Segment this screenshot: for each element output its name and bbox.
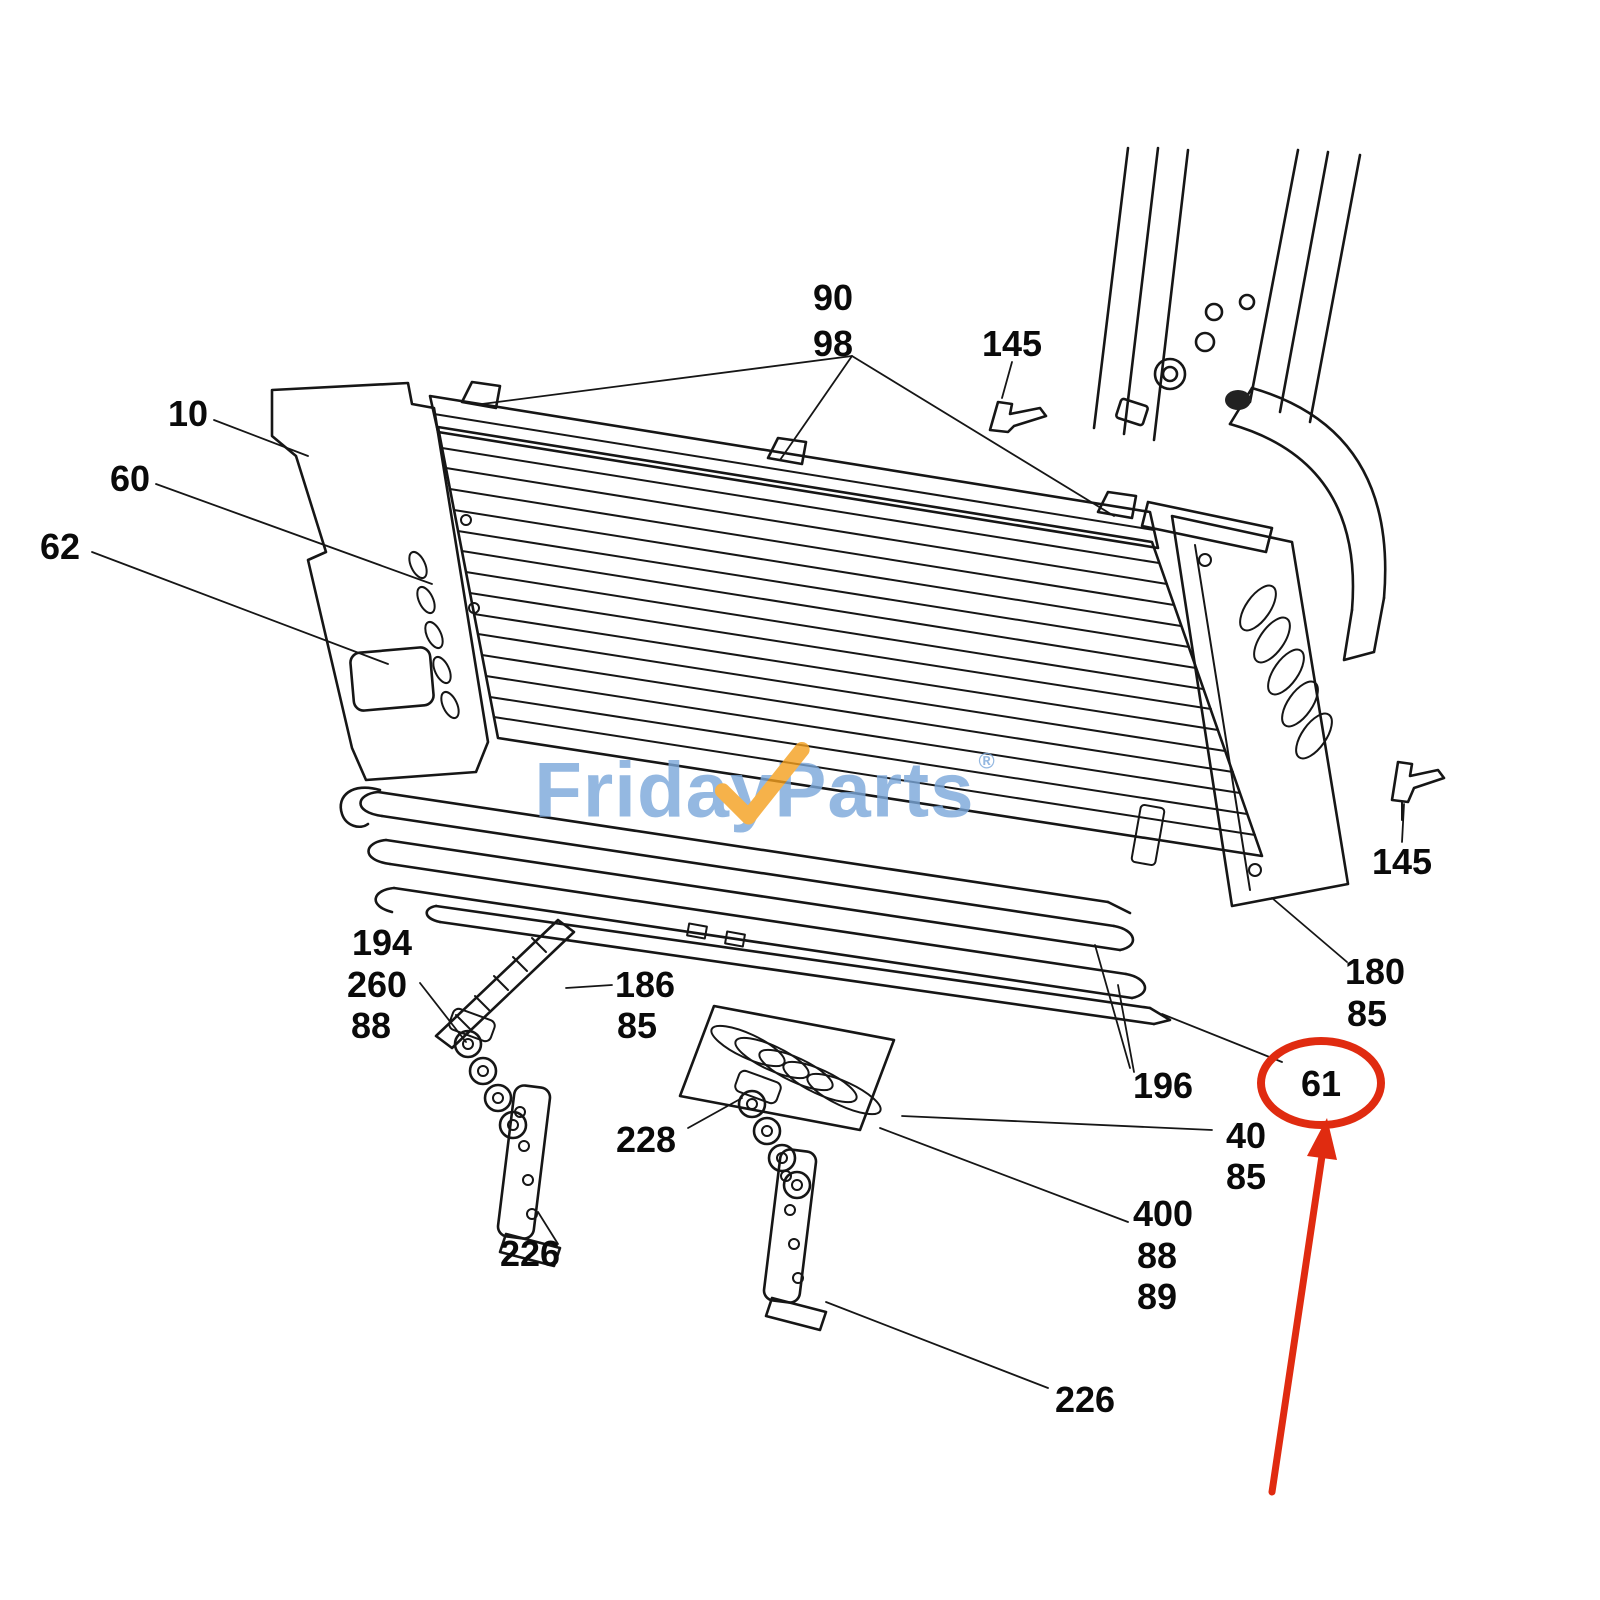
callout-194: 194 [351,922,413,963]
callout-88-left: 88 [350,1005,392,1046]
callout-98: 98 [812,323,854,364]
callout-88-right: 88 [1136,1235,1178,1276]
callout-400: 400 [1132,1193,1194,1234]
watermark-text-left: Frida [534,745,730,834]
leader-lines [91,355,1405,1389]
watermark-fridayparts-logo: Frida y Parts ® [534,741,996,836]
callout-90: 90 [812,277,854,318]
top-rail-and-clips [428,380,1160,550]
chain-and-bracket-left [448,1007,562,1268]
fitting-145-right [1390,760,1446,821]
callout-61-highlighted: 61 [1300,1063,1342,1104]
highlight-circle [1257,1037,1385,1129]
callout-145-top: 145 [981,323,1043,364]
callout-85-b: 85 [1346,993,1388,1034]
lower-serpentine-tubes [339,786,1147,1000]
callout-40: 40 [1225,1115,1267,1156]
callout-60: 60 [109,458,151,499]
callout-226-bottom: 226 [1054,1379,1116,1420]
callout-62: 62 [39,526,81,567]
callout-186: 186 [614,964,676,1005]
radiator-core [436,425,1264,858]
left-mounting-plate [270,381,490,782]
callout-260: 260 [346,964,408,1005]
callout-85-a: 85 [616,1005,658,1046]
callout-10: 10 [167,393,209,434]
upper-hoses-and-fittings [1092,146,1387,662]
check-swoosh-icon [714,741,810,825]
callout-196: 196 [1132,1065,1194,1106]
registered-mark: ® [978,748,996,774]
right-end-bracket [1130,500,1350,908]
callout-89: 89 [1136,1276,1178,1317]
callout-228: 228 [615,1119,677,1160]
callout-180: 180 [1344,951,1406,992]
fitting-145-top [988,400,1048,434]
serpentine-fin-60 [408,550,460,720]
chain-and-bracket-right [734,1069,828,1332]
strip-186 [434,918,576,1050]
highlight-arrow [1268,1152,1326,1496]
callout-226-left: 226 [499,1233,561,1274]
highlight-arrowhead [1307,1118,1337,1160]
grille-228 [678,1004,896,1132]
callout-85-c: 85 [1225,1156,1267,1197]
watermark-text-right: Parts [774,745,975,834]
callout-145-right: 145 [1371,841,1433,882]
